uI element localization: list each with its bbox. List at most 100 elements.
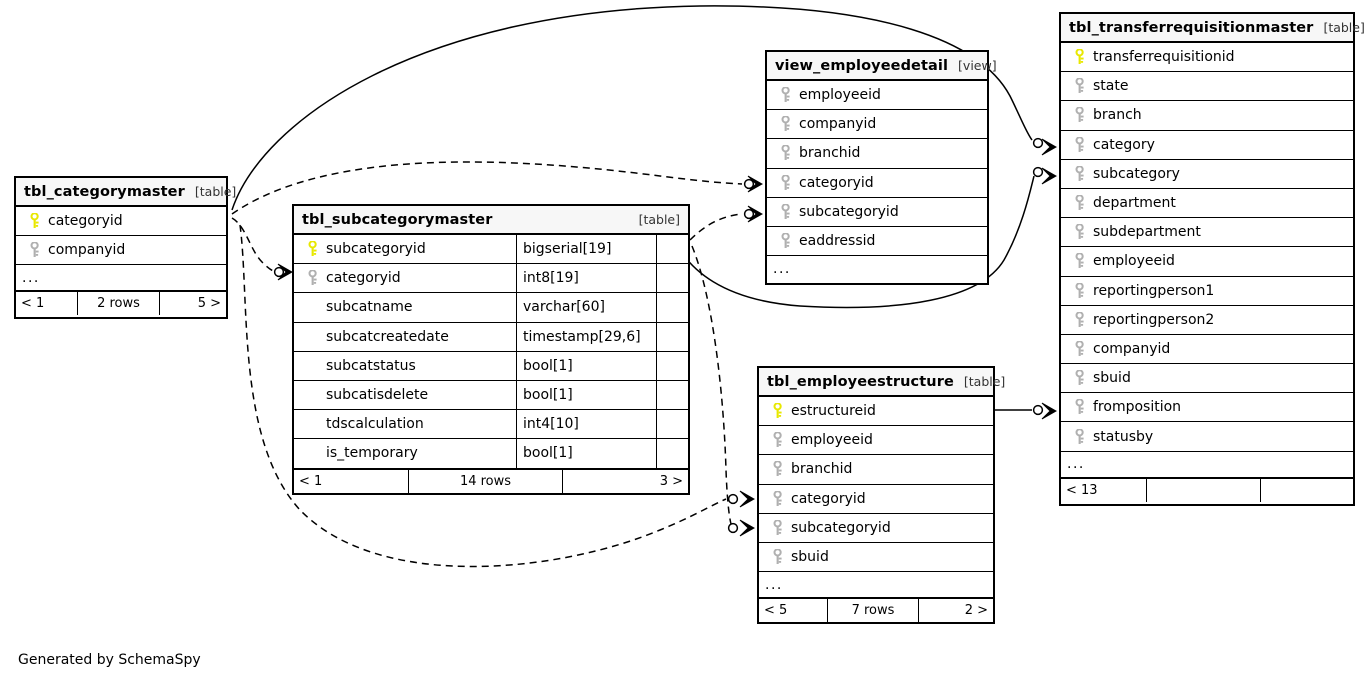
footer-prev-count[interactable]: < 5 xyxy=(764,603,788,619)
column-row[interactable]: estructureid xyxy=(759,397,993,427)
column-type-cell: varchar[60] xyxy=(516,293,656,322)
table-title: tbl_categorymaster xyxy=(24,183,185,200)
column-name-cell: subcatname xyxy=(294,293,516,321)
footer-row-count: 7 rows xyxy=(827,599,918,623)
column-spacer-cell xyxy=(656,439,688,468)
column-name: tdscalculation xyxy=(326,416,424,433)
column-row[interactable]: companyid xyxy=(767,110,987,140)
column-row[interactable]: subdepartment xyxy=(1061,218,1353,248)
column-row[interactable]: branchid xyxy=(759,455,993,485)
relationship-rel-subcategorymaster-to-transfer-subcategory xyxy=(675,166,1058,309)
column-name-cell: categoryid xyxy=(759,485,993,513)
column-name-cell: is_temporary xyxy=(294,439,516,467)
column-row[interactable]: category xyxy=(1061,131,1353,160)
table-kind-label: [table] xyxy=(963,374,1006,389)
relationship-line xyxy=(231,161,743,215)
more-columns-ellipsis: ... xyxy=(1061,452,1353,478)
footer-prev-count[interactable]: < 13 xyxy=(1066,482,1098,498)
column-name-cell: subdepartment xyxy=(1061,218,1353,246)
table-box-tbl_subcategorymaster[interactable]: tbl_subcategorymaster[table]subcategoryi… xyxy=(292,204,690,495)
foreign-key-icon xyxy=(773,145,799,161)
relationship-rel-categorymaster-to-view-categoryid xyxy=(231,161,764,215)
footer-next-count[interactable] xyxy=(1260,478,1353,502)
column-row[interactable]: branchid xyxy=(767,139,987,169)
column-row[interactable]: categoryid xyxy=(767,169,987,198)
column-spacer-cell xyxy=(656,264,688,293)
footer-next-count[interactable]: 3 > xyxy=(562,469,688,493)
column-row[interactable]: eaddressid xyxy=(767,227,987,257)
footer-row-count xyxy=(1146,478,1260,502)
column-name-cell: statusby xyxy=(1061,422,1353,450)
column-row[interactable]: sbuid xyxy=(1061,364,1353,394)
column-name-cell: subcatcreatedate xyxy=(294,323,516,351)
column-row[interactable]: branch xyxy=(1061,101,1353,131)
crows-foot-many-icon xyxy=(277,263,294,281)
column-row[interactable]: categoryid xyxy=(759,485,993,514)
column-row[interactable]: department xyxy=(1061,189,1353,219)
column-name: employeeid xyxy=(799,87,881,104)
column-row[interactable]: subcategoryid xyxy=(767,198,987,227)
table-box-tbl_transferrequisitionmaster[interactable]: tbl_transferrequisitionmaster[table]tran… xyxy=(1059,12,1365,506)
column-row[interactable]: companyid xyxy=(1061,335,1353,365)
column-row[interactable]: state xyxy=(1061,72,1353,102)
column-name-cell: subcategoryid xyxy=(767,198,987,226)
column-row[interactable]: fromposition xyxy=(1061,393,1353,423)
column-row[interactable]: employeeid xyxy=(1061,247,1353,277)
column-name: branchid xyxy=(791,461,853,478)
column-row[interactable]: subcategoryid xyxy=(759,514,993,543)
column-row[interactable]: categoryid xyxy=(16,207,226,237)
column-row[interactable]: employeeid xyxy=(759,426,993,456)
column-name: categoryid xyxy=(48,213,123,230)
column-row[interactable]: transferrequisitionid xyxy=(1061,43,1353,73)
relationship-rel-categorymaster-to-transfer-category xyxy=(231,5,1058,211)
column-row[interactable]: reportingperson1 xyxy=(1061,277,1353,306)
column-name: sbuid xyxy=(1093,370,1131,387)
column-spacer-cell xyxy=(656,322,688,351)
relationship-rel-subcategorymaster-to-view-subcategoryid xyxy=(689,205,764,241)
column-type-cell: timestamp[29,6] xyxy=(516,322,656,351)
table-box-tbl_employeestructure[interactable]: tbl_employeestructure[table]estructureid… xyxy=(757,366,1005,624)
column-spacer-cell xyxy=(656,380,688,410)
column-row[interactable]: companyid xyxy=(16,236,226,266)
footer-prev-count[interactable]: < 1 xyxy=(21,296,45,312)
column-name-cell: companyid xyxy=(16,236,226,264)
crows-foot-many-icon xyxy=(739,490,756,508)
foreign-key-icon xyxy=(22,242,48,258)
footer-prev-count[interactable]: < 1 xyxy=(299,473,323,489)
column-name-cell: subcategoryid xyxy=(759,514,993,542)
column-name: sbuid xyxy=(791,549,829,566)
column-row[interactable]: employeeid xyxy=(767,81,987,111)
column-row[interactable]: reportingperson2 xyxy=(1061,306,1353,335)
column-name: statusby xyxy=(1093,428,1154,445)
column-name-cell: branchid xyxy=(759,455,993,483)
foreign-key-icon xyxy=(1067,428,1093,445)
column-row[interactable]: subcategory xyxy=(1061,160,1353,189)
column-name: department xyxy=(1093,195,1176,212)
column-row[interactable]: sbuid xyxy=(759,543,993,573)
footer-next-count[interactable]: 5 > xyxy=(159,292,226,316)
column-row[interactable]: statusby xyxy=(1061,422,1353,452)
optional-zero-marker-icon xyxy=(1032,137,1044,149)
column-name-cell: categoryid xyxy=(294,264,516,292)
column-name: branch xyxy=(1093,107,1142,124)
foreign-key-icon xyxy=(765,519,791,536)
foreign-key-icon xyxy=(773,233,799,249)
column-type-cell: int8[19] xyxy=(516,264,656,293)
primary-key-icon xyxy=(765,403,791,419)
foreign-key-icon xyxy=(765,490,791,507)
foreign-key-icon xyxy=(765,461,791,477)
footer-next-count[interactable]: 2 > xyxy=(918,599,993,623)
column-name: transferrequisitionid xyxy=(1093,49,1235,66)
